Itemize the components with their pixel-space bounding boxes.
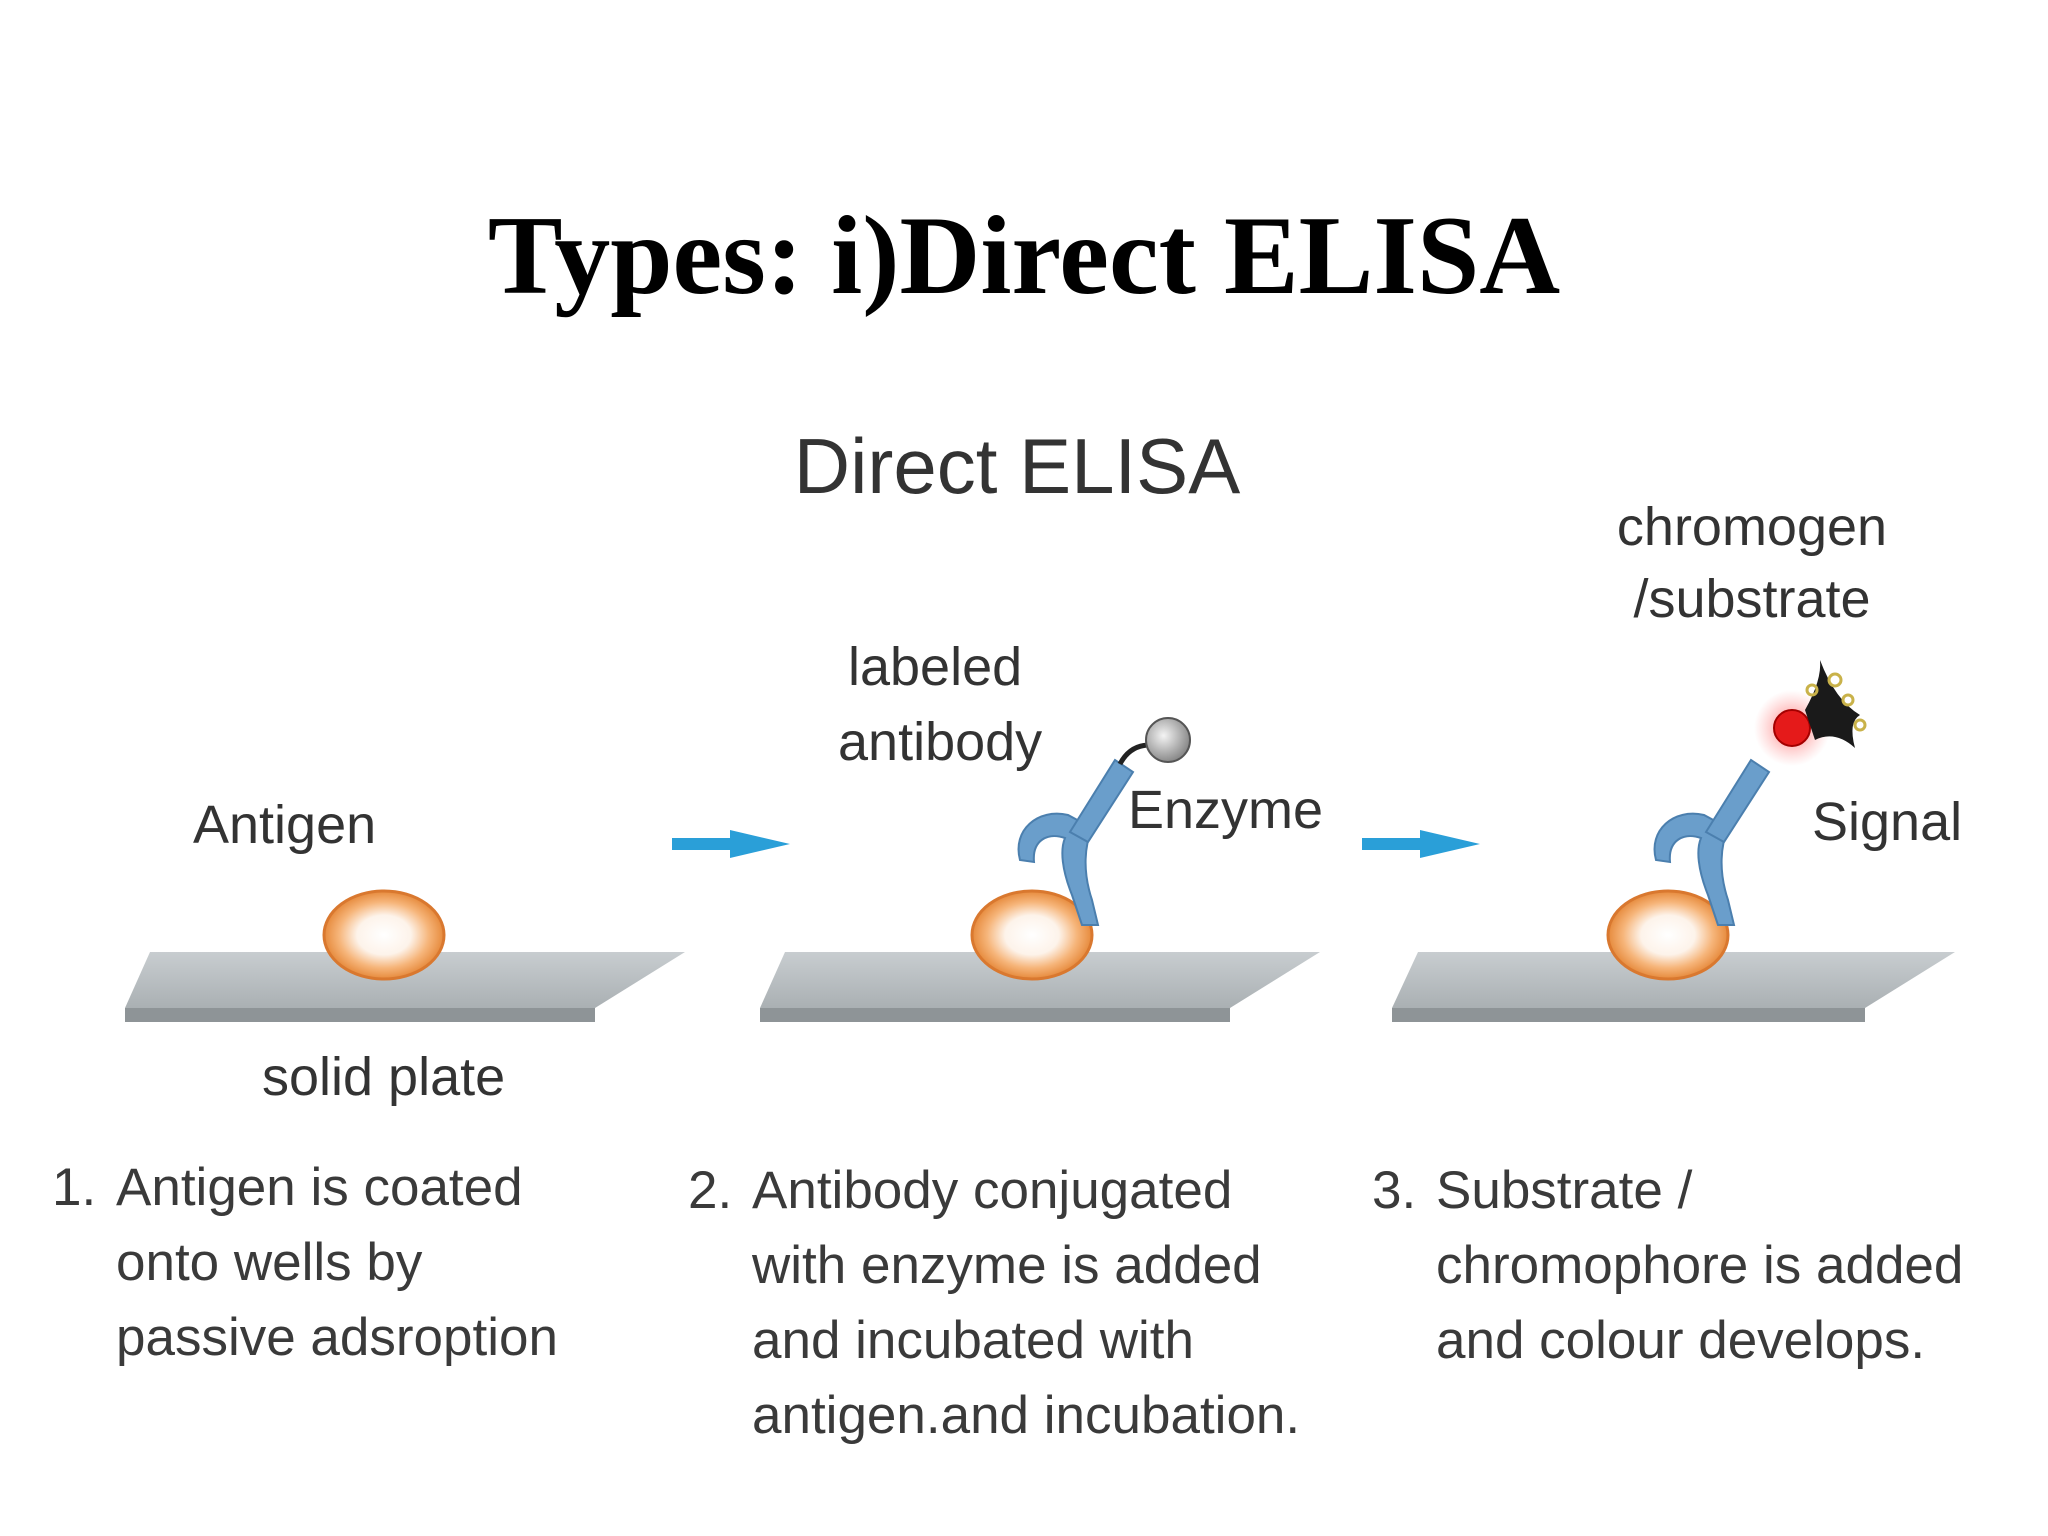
step-2-description: 2. Antibody conjugated with enzyme is ad…	[688, 1153, 1300, 1453]
step-line: and incubated with	[752, 1311, 1194, 1370]
step-number: 2.	[688, 1161, 733, 1220]
antibody-2	[1017, 758, 1135, 926]
antigen-2	[970, 889, 1094, 981]
step-line: Antibody conjugated	[752, 1161, 1233, 1220]
step-line: Antigen is coated	[116, 1158, 523, 1217]
label-solid-plate: solid plate	[262, 1047, 505, 1107]
label-signal: Signal	[1812, 792, 1962, 852]
step-line: onto wells by	[116, 1233, 423, 1292]
label-enzyme: Enzyme	[1128, 780, 1323, 840]
step-number: 3.	[1372, 1161, 1417, 1220]
arrow-right-icon	[1362, 830, 1480, 858]
solid-plate-1	[125, 952, 685, 1022]
chromogen-substrate-icon	[1805, 660, 1860, 748]
page-title: Types: i)Direct ELISA	[487, 194, 1561, 318]
panel-3: chromogen /substrate Signal	[1392, 497, 1962, 1022]
step-line: Substrate /	[1436, 1161, 1693, 1220]
label-labeled: labeled	[848, 637, 1022, 697]
panel-2: labeled antibody Enzyme	[760, 637, 1323, 1022]
step-line: chromophore is added	[1436, 1236, 1964, 1295]
antigen-1	[322, 889, 446, 981]
antibody-3	[1653, 758, 1771, 926]
step-line: antigen.and incubation.	[752, 1386, 1301, 1445]
step-number: 1.	[52, 1158, 97, 1217]
step-line: and colour develops.	[1436, 1311, 1926, 1370]
step-line: passive adsroption	[116, 1308, 558, 1367]
step-1-description: 1. Antigen is coated onto wells by passi…	[52, 1150, 558, 1375]
step-line: with enzyme is added	[752, 1236, 1262, 1295]
label-antibody: antibody	[838, 712, 1042, 772]
label-substrate: /substrate	[1633, 569, 1870, 629]
enzyme-3-signal	[1773, 709, 1811, 747]
step-3-description: 3. Substrate / chromophore is added and …	[1372, 1153, 1963, 1378]
diagram-heading: Direct ELISA	[794, 422, 1240, 510]
label-antigen: Antigen	[193, 795, 376, 855]
enzyme-2	[1145, 717, 1191, 763]
label-chromogen: chromogen	[1617, 497, 1887, 557]
arrow-right-icon	[672, 830, 790, 858]
panel-1: Antigen solid plate	[125, 795, 685, 1107]
antigen-3	[1606, 889, 1730, 981]
